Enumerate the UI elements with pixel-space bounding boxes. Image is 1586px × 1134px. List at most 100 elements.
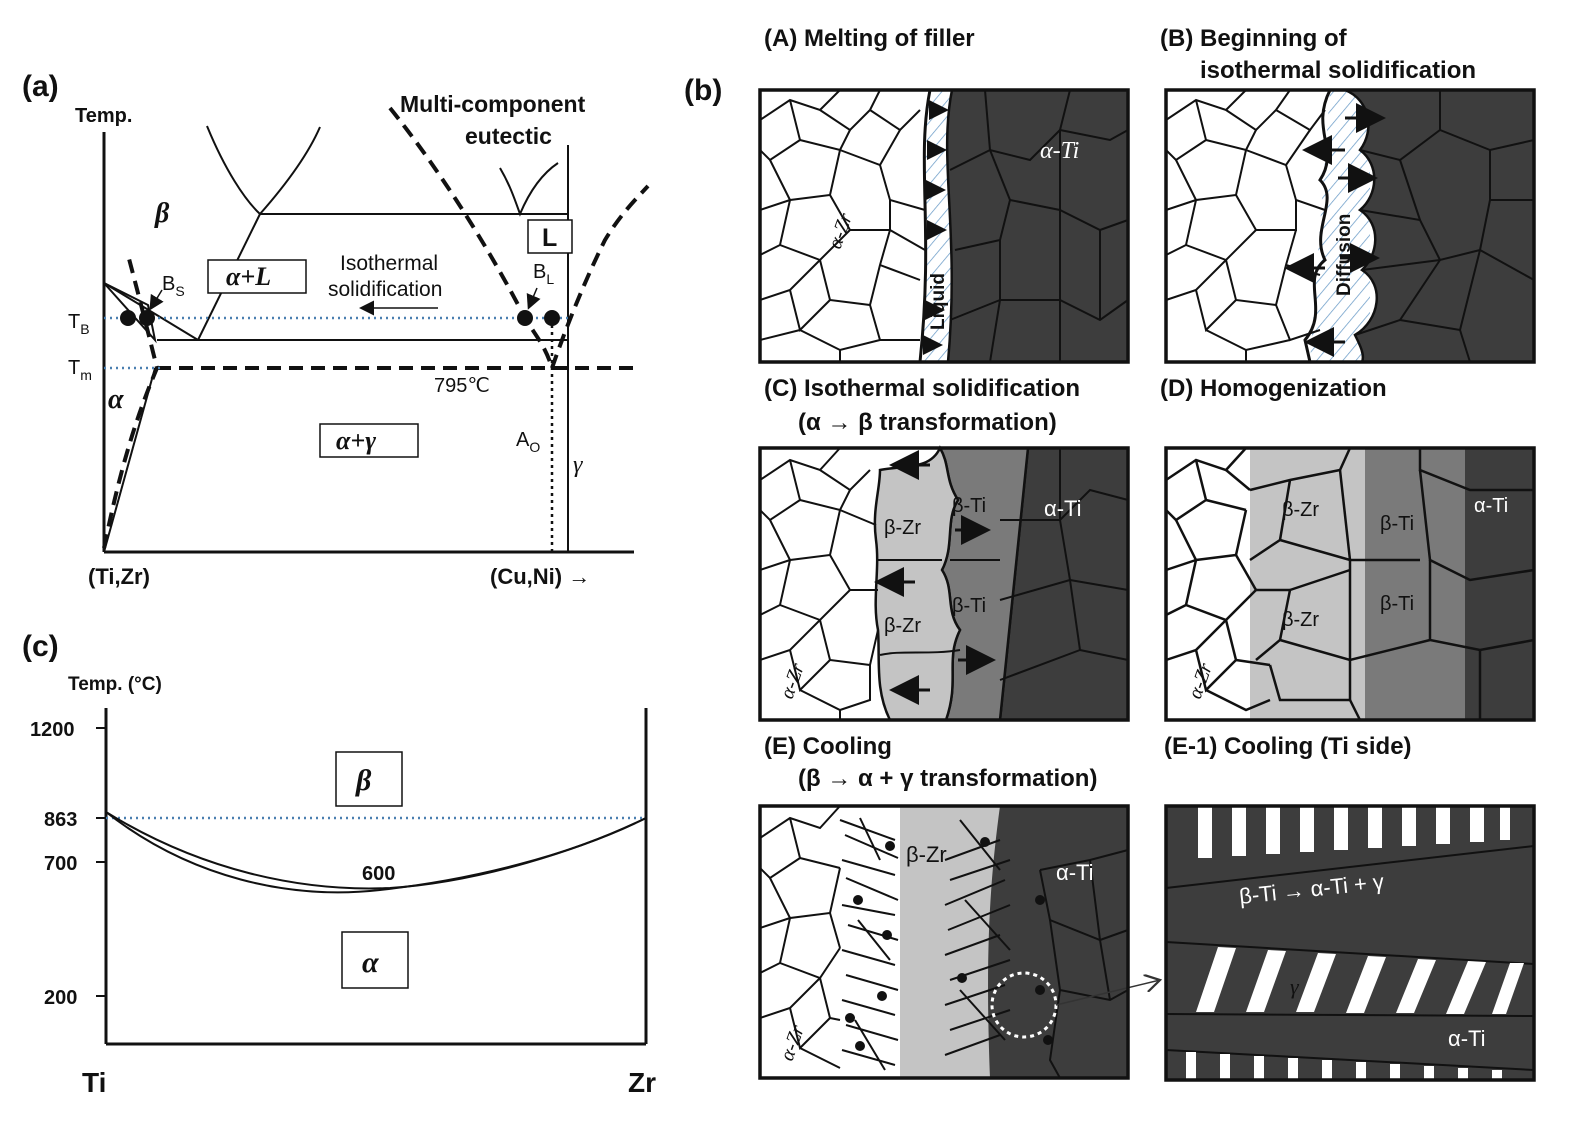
panel-a-bs-label: BS — [162, 273, 185, 299]
sub-e1-alpha-ti-label: α-Ti — [1448, 1026, 1486, 1051]
panel-c-min-label: 600 — [362, 863, 395, 885]
sub-d-beta-ti-label-1: β-Ti — [1380, 513, 1414, 535]
panel-a-tm-label: Tm — [68, 357, 92, 383]
sub-b-diffusion-label: Diffusion — [1334, 214, 1355, 296]
sub-e-title-2: (β → α + γ transformation) — [798, 765, 1097, 792]
sub-c-beta-ti-label-1: β-Ti — [952, 495, 986, 517]
panel-a-gamma-label: γ — [573, 452, 583, 478]
panel-a-point-1 — [120, 310, 136, 326]
sub-e-frame — [758, 804, 1130, 1080]
sub-c-beta-zr-label-1: β-Zr — [884, 517, 921, 539]
sub-e1-gamma-stripes — [1196, 947, 1524, 1014]
panel-a-isothermal-1: Isothermal — [340, 252, 438, 275]
panel-a-alpha-l-box — [207, 259, 307, 294]
sub-e1-title: (E-1) Cooling (Ti side) — [1164, 733, 1412, 760]
sub-e1-bg — [1166, 806, 1534, 1080]
panel-a-eutectic-label-1: Multi-component — [400, 91, 586, 117]
panel-a-dashed-alpha-boundary — [102, 254, 160, 549]
sub-e1-gamma-label: γ — [1290, 974, 1300, 999]
panel-a-point-2 — [544, 310, 560, 326]
panel-c-alpha-label: α — [362, 946, 379, 979]
sub-e-beta-zr-label: β-Zr — [906, 842, 947, 867]
panel-a-dashed-liquidus-right — [550, 184, 650, 369]
panel-a-x-right: (Cu,Ni) → — [490, 564, 590, 589]
sub-b-ti-grains — [1354, 90, 1535, 363]
panel-c-label: (c) — [22, 630, 59, 663]
sub-e-lamellae-right — [944, 819, 1011, 1056]
sub-panel-b: Diffusion — [1164, 88, 1536, 364]
sub-d-title: (D) Homogenization — [1160, 375, 1387, 402]
sub-a-zr-grains — [759, 89, 926, 362]
tick-label-1200: 1200 — [30, 719, 75, 741]
sub-e1-boundary-3 — [1165, 1013, 1535, 1017]
panel-c-beta-label: β — [355, 764, 372, 797]
panel-a-isothermal-2: solidification — [328, 278, 442, 301]
sub-d-beta-ti — [1365, 448, 1465, 720]
panel-a: (a) Temp. Multi-component eu — [22, 70, 650, 589]
tick-label-700: 700 — [44, 853, 77, 875]
panel-a-point-bs — [139, 310, 155, 326]
sub-e1-frame — [1164, 804, 1536, 1082]
panel-c-ticks: 1200 863 700 200 — [30, 719, 106, 1009]
sub-e-ti-grains — [1039, 849, 1129, 1079]
panel-a-bl-arrow — [526, 287, 541, 310]
sub-e-title-1: (E) Cooling — [764, 733, 892, 760]
panel-a-eutectic-vee — [499, 162, 559, 217]
sub-c-title-2: (α → β transformation) — [798, 409, 1057, 436]
sub-c-grains — [759, 447, 1129, 720]
panel-a-alpha-l-label: α+L — [226, 262, 271, 291]
panel-a-tb-label: TB — [68, 311, 90, 337]
panel-a-point-bl — [517, 310, 533, 326]
sub-b-frame — [1164, 88, 1536, 364]
sub-e-beta-zr-ext — [948, 806, 1000, 1078]
sub-c-beta-zr-label-2: β-Zr — [884, 615, 921, 637]
sub-b-title-1: (B) Beginning of — [1160, 25, 1348, 52]
sub-e-beta-zr — [900, 806, 948, 1078]
sub-e1-boundary-1 — [1165, 845, 1535, 889]
panel-a-l-box — [527, 219, 573, 254]
sub-e1-bottom-stripes — [1186, 1052, 1502, 1080]
sub-c-alpha-ti-label: α-Ti — [1044, 496, 1082, 521]
sub-panel-d: β-Zr β-Zr β-Ti β-Ti α-Ti α-Zr — [1164, 446, 1536, 722]
sub-d-beta-zr-label-1: β-Zr — [1282, 499, 1319, 521]
sub-e-alpha-ti-label: α-Ti — [1056, 860, 1094, 885]
sub-a-frame — [758, 88, 1130, 364]
sub-d-alpha-ti-label: α-Ti — [1474, 495, 1508, 517]
sub-e1-top-stripes — [1198, 806, 1510, 858]
panel-a-alpha-label: α — [108, 384, 124, 415]
sub-a-ti-region — [945, 88, 1130, 364]
sub-a-arrows — [923, 100, 949, 355]
sub-a-title: (A) Melting of filler — [764, 25, 975, 52]
tick-label-200: 200 — [44, 987, 77, 1009]
sub-panel-e: β-Zr α-Ti α-Zr — [758, 804, 1160, 1080]
sub-e-precipitates — [845, 837, 1053, 1051]
panel-c-lower-curve — [105, 811, 647, 894]
sub-a-liquid-edge — [918, 89, 932, 363]
panel-a-bl-label: BL — [533, 261, 554, 287]
panel-b-label: (b) — [684, 74, 722, 107]
tick-label-863: 863 — [44, 809, 77, 831]
panel-a-bs-arrow — [149, 289, 164, 311]
sub-d-grains — [1165, 447, 1535, 721]
panel-a-y-axis-label: Temp. — [75, 105, 132, 127]
panel-b: (b) (A) Melting of filler (B) Beginning … — [684, 25, 1536, 1082]
panel-c-alpha-box — [341, 931, 409, 989]
panel-a-alpha-gamma-label: α+γ — [336, 426, 376, 455]
panel-a-795-label: 795℃ — [434, 375, 490, 397]
panel-a-eutectic-label-2: eutectic — [465, 123, 552, 149]
panel-c-x-right: Zr — [628, 1067, 656, 1098]
sub-panel-a: Liquid α-Ti α-Zr — [758, 88, 1130, 364]
panel-a-label: (a) — [22, 70, 59, 103]
sub-c-beta-zr — [873, 445, 962, 722]
sub-e-ti-region — [948, 806, 1128, 1078]
panel-a-x-left: (Ti,Zr) — [88, 564, 150, 589]
sub-a-alpha-ti-label: α-Ti — [1040, 138, 1079, 164]
sub-e1-boundary-2 — [1165, 941, 1535, 965]
sub-b-title-2: isothermal solidification — [1200, 57, 1476, 84]
sub-c-title-1: (C) Isothermal solidification — [764, 375, 1080, 402]
panel-c-beta-box — [335, 751, 403, 807]
sub-d-beta-ti-label-2: β-Ti — [1380, 593, 1414, 615]
panel-a-dashed-liquidus-left — [388, 106, 554, 369]
sub-d-beta-zr-label-2: β-Zr — [1282, 609, 1319, 631]
